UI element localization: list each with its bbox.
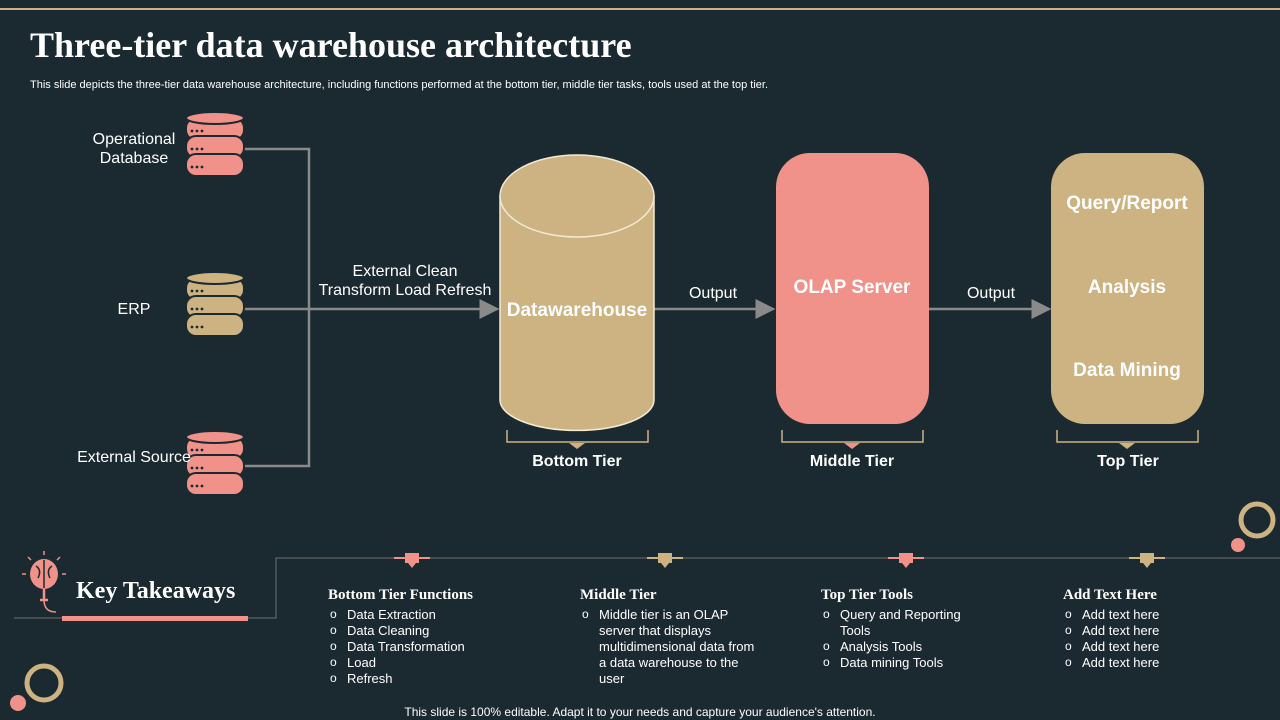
decorative-dot (1231, 538, 1245, 552)
etl-label-line1: External Clean (352, 263, 458, 280)
list-item: Load (328, 654, 548, 671)
takeaway-column-add-text: Add Text Here Add text here Add text her… (1063, 587, 1263, 671)
list-item: Data Cleaning (328, 622, 548, 639)
source-label-erp: ERP (117, 301, 151, 318)
list-item: Analysis Tools (821, 638, 991, 655)
top-tier-box (1051, 153, 1204, 424)
decorative-ring (24, 663, 64, 703)
list-item: Add text here (1063, 638, 1263, 655)
takeaway-column-bottom-tier: Bottom Tier Functions Data Extraction Da… (328, 587, 548, 687)
list-item: Refresh (328, 670, 548, 687)
decorative-dot (10, 695, 26, 711)
column-heading: Middle Tier (580, 587, 657, 603)
footer-note: This slide is 100% editable. Adapt it to… (404, 705, 876, 719)
olap-server-label: OLAP Server (793, 277, 911, 298)
slide-subtitle: This slide depicts the three-tier data w… (30, 79, 768, 91)
column-heading: Bottom Tier Functions (328, 587, 474, 603)
top-item-analysis: Analysis (1087, 277, 1167, 298)
source-connectors (244, 147, 500, 468)
olap-server-box (776, 153, 929, 424)
decorative-ring (1238, 501, 1276, 539)
list-item: Middle tier is an OLAP server that displ… (580, 606, 755, 687)
column-heading: Top Tier Tools (821, 587, 914, 603)
column-markers (394, 553, 1165, 568)
tier-brackets (506, 430, 1199, 443)
column-heading: Add Text Here (1063, 587, 1157, 603)
tier-label-top: Top Tier (1097, 453, 1159, 470)
output-label-2: Output (966, 285, 1016, 302)
takeaway-column-middle-tier: Middle Tier Middle tier is an OLAP serve… (580, 587, 755, 687)
list-item: Query and Reporting Tools (821, 606, 991, 639)
list-item: Data mining Tools (821, 654, 991, 671)
slide-title: Three-tier data warehouse architecture (30, 25, 632, 65)
tier-pointers (569, 443, 1135, 449)
list-item: Add text here (1063, 606, 1263, 623)
list-item: Data Transformation (328, 638, 548, 655)
datawarehouse-label: Datawarehouse (506, 300, 648, 321)
tier-label-bottom: Bottom Tier (532, 453, 622, 470)
output-label-1: Output (688, 285, 738, 302)
database-icon (185, 111, 245, 177)
list-item: Add text here (1063, 622, 1263, 639)
database-icon (185, 271, 245, 337)
etl-label-line2: Transform Load Refresh (318, 282, 492, 299)
tier-label-middle: Middle Tier (809, 453, 895, 470)
source-label-external-source: External Source (77, 449, 191, 466)
top-accent-line (0, 8, 1280, 10)
top-item-data-mining: Data Mining (1073, 360, 1181, 381)
top-item-query-report: Query/Report (1066, 193, 1188, 214)
key-takeaways-underline (62, 616, 248, 621)
datawarehouse-cylinder (499, 154, 655, 432)
source-label-operational-database: Operational Database (92, 131, 176, 167)
database-icon (185, 430, 245, 496)
list-item: Data Extraction (328, 606, 548, 623)
list-item: Add text here (1063, 654, 1263, 671)
takeaway-column-top-tier: Top Tier Tools Query and Reporting Tools… (821, 587, 991, 671)
key-takeaways-title: Key Takeaways (76, 578, 236, 604)
brain-icon (22, 551, 66, 613)
